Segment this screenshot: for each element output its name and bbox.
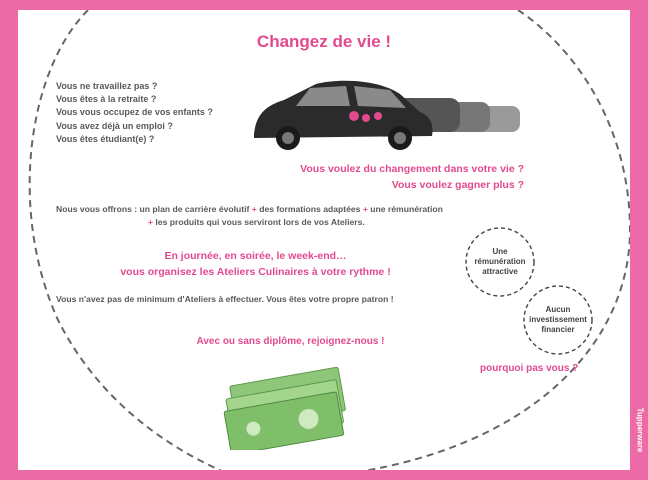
offer-part: les produits qui vous serviront lors de …: [155, 217, 365, 227]
flyer-card: Changez de vie ! Vous ne travaillez pas …: [18, 10, 630, 470]
dashed-circle: [363, 10, 630, 470]
bubble-outline: [465, 227, 535, 297]
offer-line-2: + les produits qui vous serviront lors d…: [56, 216, 443, 229]
question-item: Vous êtes étudiant(e) ?: [56, 133, 155, 144]
banknotes-icon: [223, 366, 346, 450]
brand-text: Tupperware: [635, 407, 645, 453]
headline-schedule: En journée, en soirée, le week-end… vous…: [18, 248, 493, 280]
page-title: Changez de vie !: [256, 32, 392, 51]
offer-part: Nous vous offrons : un plan de carrière …: [56, 204, 250, 214]
headline-line: Vous voulez gagner plus ?: [391, 179, 524, 191]
why-not-text: pourquoi pas vous ?: [480, 363, 579, 374]
plus-sign: +: [251, 204, 257, 214]
headline-line: En journée, en soirée, le week-end…: [164, 250, 347, 262]
offer-line-1: Nous vous offrons : un plan de carrière …: [56, 203, 443, 216]
bubble-text: Une rémunération attractive: [474, 247, 525, 277]
bubble-line: Aucun: [545, 305, 571, 314]
question-item: Vous êtes à la retraite ?: [56, 94, 157, 105]
offer-part: des formations adaptées: [259, 204, 361, 214]
headline-change: Vous voulez du changement dans votre vie…: [300, 161, 524, 193]
offer-part: une rémunération: [370, 204, 443, 214]
bubble-remuneration: Une rémunération attractive: [464, 226, 536, 298]
plus-sign: +: [148, 217, 154, 227]
question-item: Vous ne travaillez pas ?: [56, 81, 158, 91]
bubble-text: Aucun investissement financier: [529, 305, 587, 335]
bubble-outline: [523, 285, 593, 355]
car-fleet-icon: [254, 80, 520, 150]
decor-layer: [28, 10, 630, 470]
no-minimum-text: Vous n'avez pas de minimum d'Ateliers à …: [56, 294, 394, 304]
headline-line: vous organisez les Ateliers Culinaires à…: [120, 266, 391, 278]
bubble-line: financier: [541, 325, 575, 334]
question-item: Vous avez déjà un emploi ?: [56, 120, 173, 131]
question-item: Vous vous occupez de vos enfants ?: [56, 107, 213, 118]
bubble-line: rémunération: [474, 257, 526, 266]
dashed-circle-left: [28, 10, 222, 470]
brand-logo: Tupperware: [634, 400, 646, 460]
headline-line: Vous voulez du changement dans votre vie…: [300, 163, 524, 175]
bubble-line: attractive: [482, 267, 518, 276]
offer-text: Nous vous offrons : un plan de carrière …: [56, 203, 443, 229]
plus-sign: +: [362, 204, 368, 214]
bubble-line: investissement: [529, 315, 587, 324]
questions-list: Vous ne travaillez pas ? Vous êtes à la …: [56, 80, 213, 146]
bubble-no-investment: Aucun investissement financier: [522, 284, 594, 356]
headline-join: Avec ou sans diplôme, rejoignez-nous !: [196, 336, 385, 347]
bubble-line: Une: [492, 247, 508, 256]
